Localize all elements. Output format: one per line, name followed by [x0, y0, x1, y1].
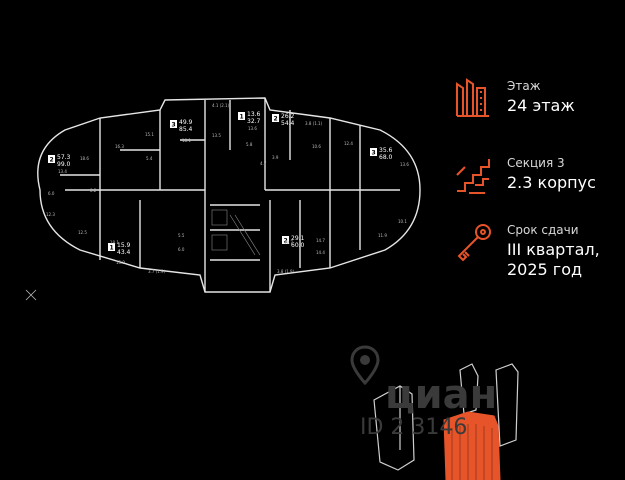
svg-text:15.1: 15.1 — [145, 132, 154, 137]
deadline-value: III квартал, 2025 год — [507, 240, 600, 279]
apt-area: 60.0 — [291, 242, 305, 249]
apt-rooms: 3 — [172, 122, 176, 129]
svg-text:6.0: 6.0 — [178, 247, 185, 252]
svg-text:13.6: 13.6 — [400, 162, 409, 167]
apt-area: 13.6 — [247, 111, 261, 118]
compass-icon — [25, 289, 37, 301]
svg-text:15.9: 15.9 — [116, 260, 125, 265]
svg-text:14.7: 14.7 — [316, 238, 325, 243]
apt-rooms: 2 — [284, 238, 288, 245]
svg-text:4.7: 4.7 — [260, 161, 267, 166]
svg-text:18.6: 18.6 — [80, 156, 89, 161]
svg-text:8.2: 8.2 — [90, 188, 97, 193]
apt-rooms: 3 — [372, 150, 376, 157]
apt-area: 29.1 — [291, 235, 305, 242]
apt-area: 35.6 — [379, 147, 393, 154]
svg-text:5.8: 5.8 — [246, 142, 253, 147]
svg-text:3.8 (1.1): 3.8 (1.1) — [305, 121, 323, 126]
floor-plan: 2 57.3 99.0 3 49.9 85.4 1 13.6 32.7 2 26… — [25, 97, 421, 301]
watermark-brand: циан — [385, 372, 498, 418]
svg-text:12.4: 12.4 — [344, 141, 353, 146]
svg-text:13.6: 13.6 — [248, 126, 257, 131]
apt-area: 54.4 — [281, 120, 295, 127]
apt-rooms: 1 — [110, 245, 114, 252]
apt-area: 32.7 — [247, 118, 261, 125]
svg-text:14.4: 14.4 — [316, 250, 325, 255]
map-pin-icon — [350, 345, 380, 385]
stairs-section-icon — [456, 159, 490, 194]
svg-text:10.7: 10.7 — [284, 240, 293, 245]
apt-area: 85.4 — [179, 126, 193, 133]
svg-text:10.6: 10.6 — [312, 144, 321, 149]
deadline-label: Срок сдачи — [507, 223, 579, 237]
building-towers-illustration — [373, 363, 519, 480]
floor-value: 24 этаж — [507, 96, 575, 115]
apt-area: 68.0 — [379, 154, 393, 161]
svg-text:13.5: 13.5 — [212, 133, 221, 138]
apt-area: 99.0 — [57, 161, 71, 168]
svg-text:16.3: 16.3 — [115, 144, 124, 149]
svg-text:3.7 (1.9): 3.7 (1.9) — [148, 269, 166, 274]
svg-text:5.5: 5.5 — [178, 233, 185, 238]
svg-text:12.5: 12.5 — [78, 230, 87, 235]
svg-text:18.1: 18.1 — [110, 240, 119, 245]
key-icon — [457, 224, 491, 262]
svg-text:12.3: 12.3 — [46, 212, 55, 217]
apt-area: 49.9 — [179, 119, 193, 126]
apt-rooms: 2 — [50, 157, 54, 164]
apt-area: 26.2 — [281, 113, 295, 120]
apt-rooms: 2 — [274, 116, 278, 123]
section-label: Секция 3 — [507, 156, 565, 170]
section-value: 2.3 корпус — [507, 173, 596, 192]
building-floors-icon — [456, 78, 489, 117]
svg-text:11.9: 11.9 — [378, 233, 387, 238]
watermark-id: ID 2 3146 — [360, 415, 468, 440]
svg-text:6.0: 6.0 — [48, 191, 55, 196]
room-area-labels: 4.1 (2.1) 3.8 (1.1) 15.1 18.1 13.5 13.6 … — [46, 103, 409, 274]
deadline-info: Срок сдачи III квартал, 2025 год — [455, 222, 600, 280]
apt-area: 43.4 — [117, 249, 131, 256]
svg-text:18.1: 18.1 — [182, 138, 191, 143]
svg-text:3.8 (1.9): 3.8 (1.9) — [277, 269, 295, 274]
apt-rooms: 1 — [240, 114, 244, 121]
floor-label: Этаж — [507, 79, 541, 93]
section-info: Секция 3 2.3 корпус — [455, 155, 596, 195]
svg-text:5.4: 5.4 — [146, 156, 153, 161]
apt-area: 57.3 — [57, 154, 71, 161]
svg-text:4.1 (2.1): 4.1 (2.1) — [212, 103, 230, 108]
svg-text:10.1: 10.1 — [398, 219, 407, 224]
svg-text:3.9: 3.9 — [272, 155, 279, 160]
apt-area: 15.9 — [117, 242, 131, 249]
floor-info: Этаж 24 этаж — [455, 78, 575, 118]
svg-text:13.4: 13.4 — [58, 169, 67, 174]
